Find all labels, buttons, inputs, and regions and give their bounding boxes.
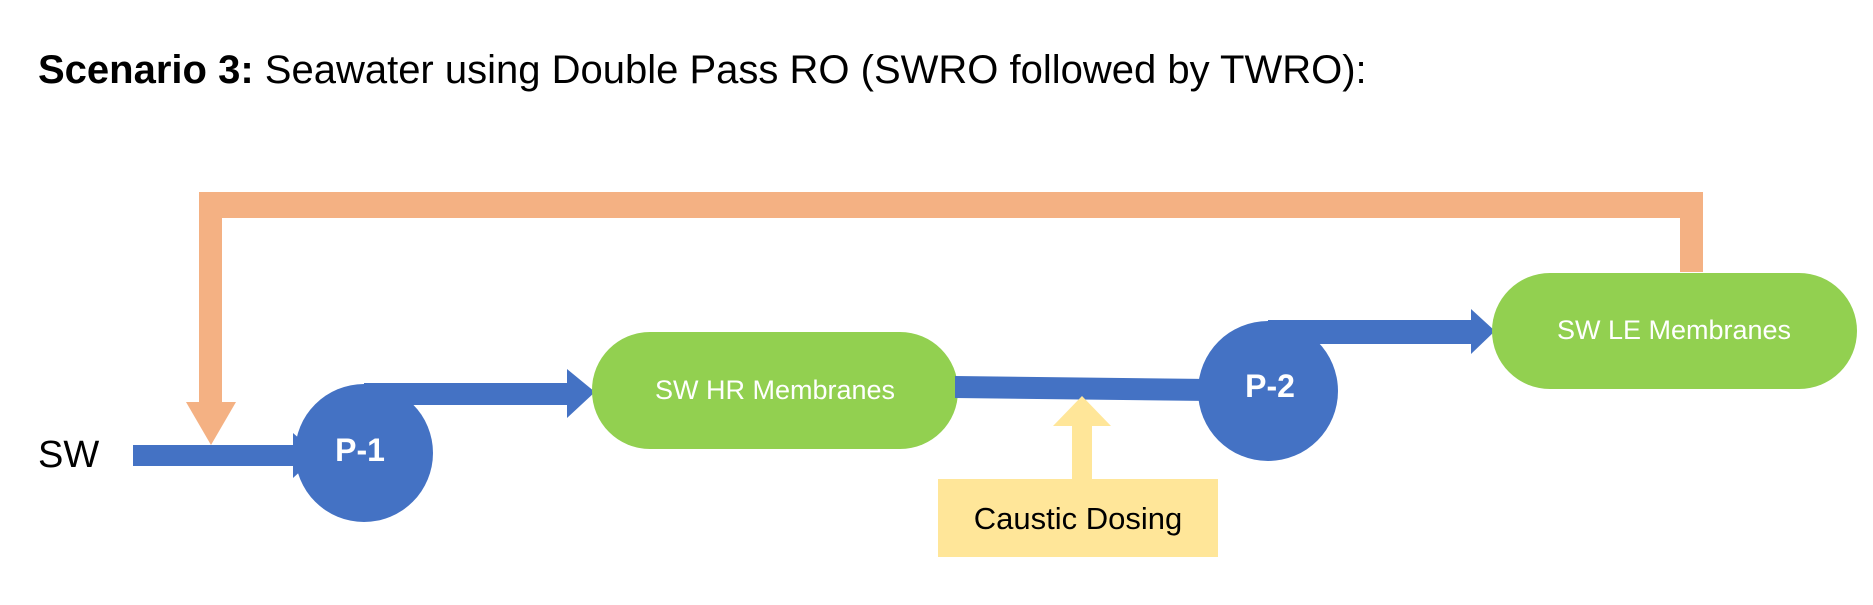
feed-label: SW	[38, 434, 99, 476]
title-prefix: Scenario 3:	[38, 48, 254, 92]
hr-membranes-box	[592, 332, 958, 449]
pump-p2	[1198, 309, 1495, 461]
p1-outlet-arrow-head	[567, 369, 595, 418]
feed-flow-arrow	[133, 433, 318, 478]
caustic-dosing-box	[938, 479, 1218, 557]
le-membranes-label: SW LE Membranes	[1557, 315, 1791, 345]
hr-to-p2-line	[955, 376, 1210, 401]
pump2-label: P-2	[1245, 368, 1295, 404]
title-text: Seawater using Double Pass RO (SWRO foll…	[253, 48, 1367, 92]
recycle-line	[186, 192, 1703, 445]
hr-membranes-label: SW HR Membranes	[655, 375, 895, 405]
le-membranes-box	[1492, 273, 1857, 389]
recycle-arrow-head	[186, 402, 236, 445]
diagram-title: Scenario 3: Seawater using Double Pass R…	[38, 48, 1367, 93]
caustic-dosing-label: Caustic Dosing	[974, 501, 1182, 536]
p2-outlet-arrow-head	[1471, 309, 1495, 354]
pump1-label: P-1	[335, 432, 385, 468]
pump-p1	[295, 369, 595, 522]
caustic-arrow	[1053, 396, 1111, 481]
